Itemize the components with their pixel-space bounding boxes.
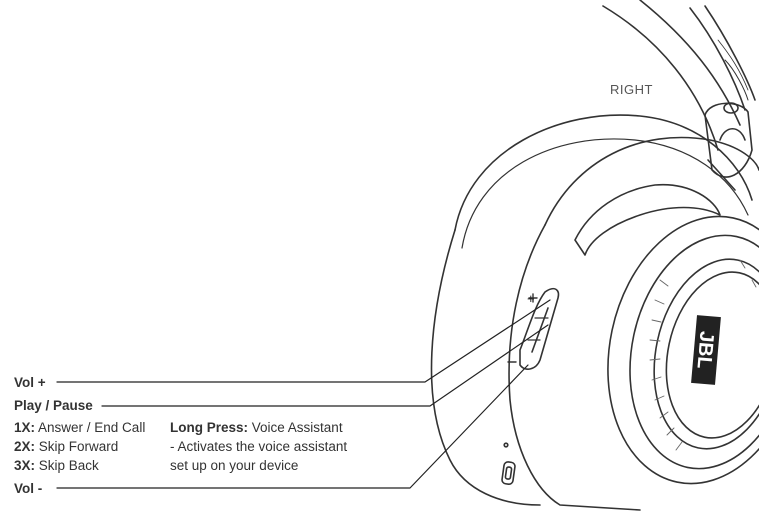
press-action-1x: 1X: Answer / End Call	[14, 420, 146, 435]
plus-symbol: +	[527, 291, 535, 306]
side-label: RIGHT	[610, 82, 653, 97]
usb-port	[501, 461, 516, 486]
long-press-description: Long Press: Voice Assistant - Activates …	[170, 418, 347, 475]
press-actions: 1X: Answer / End Call 2X: Skip Forward 3…	[14, 418, 145, 475]
button-marks	[507, 293, 538, 363]
long-press-line2: - Activates the voice assistant	[170, 439, 348, 454]
vol-down-label: Vol -	[14, 481, 43, 496]
long-press-title: Long Press: Voice Assistant	[170, 420, 343, 435]
ear-cushion	[430, 114, 753, 506]
ear-cup-shell	[508, 136, 759, 511]
long-press-line3: set up on your device	[170, 458, 299, 473]
control-panel	[519, 287, 560, 370]
led-indicator	[503, 442, 509, 448]
press-action-2x: 2X: Skip Forward	[14, 439, 119, 454]
logo-text: JBL	[692, 330, 717, 370]
leader-lines	[56, 299, 551, 489]
hinge	[704, 102, 753, 191]
headband	[602, 0, 756, 151]
play-pause-label: Play / Pause	[14, 398, 93, 413]
press-action-3x: 3X: Skip Back	[14, 458, 99, 473]
speaker-grille	[607, 215, 759, 485]
jbl-logo: JBL	[691, 315, 721, 385]
vol-up-label: Vol +	[14, 375, 46, 390]
grille-texture	[649, 259, 757, 451]
